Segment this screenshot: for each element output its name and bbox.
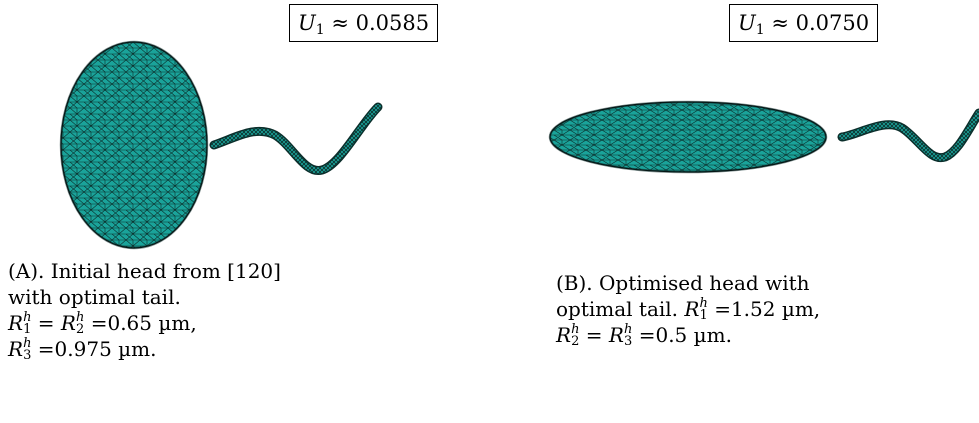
caption-b: (B). Optimised head with optimal tail. R… — [556, 270, 820, 348]
caption-b-line1: (B). Optimised head with — [556, 271, 810, 295]
panel-a: U1 ≈ 0.0585 (A). Initial head from [120]… — [8, 4, 439, 362]
caption-a-line1: (A). Initial head from [120] — [8, 259, 281, 283]
caption-a: (A). Initial head from [120] with optima… — [8, 258, 281, 362]
caption-a-line2: with optimal tail. — [8, 285, 181, 309]
velocity-label-b: U1 ≈ 0.0750 — [729, 4, 879, 42]
velocity-label-a: U1 ≈ 0.0585 — [289, 4, 439, 42]
swimmer-elongated-ellipsoid-head-icon — [548, 100, 979, 174]
panel-b: U1 ≈ 0.0750 (B). Optimised head with opt… — [490, 0, 979, 423]
swimmer-upright-ellipsoid-head-icon — [59, 40, 383, 250]
